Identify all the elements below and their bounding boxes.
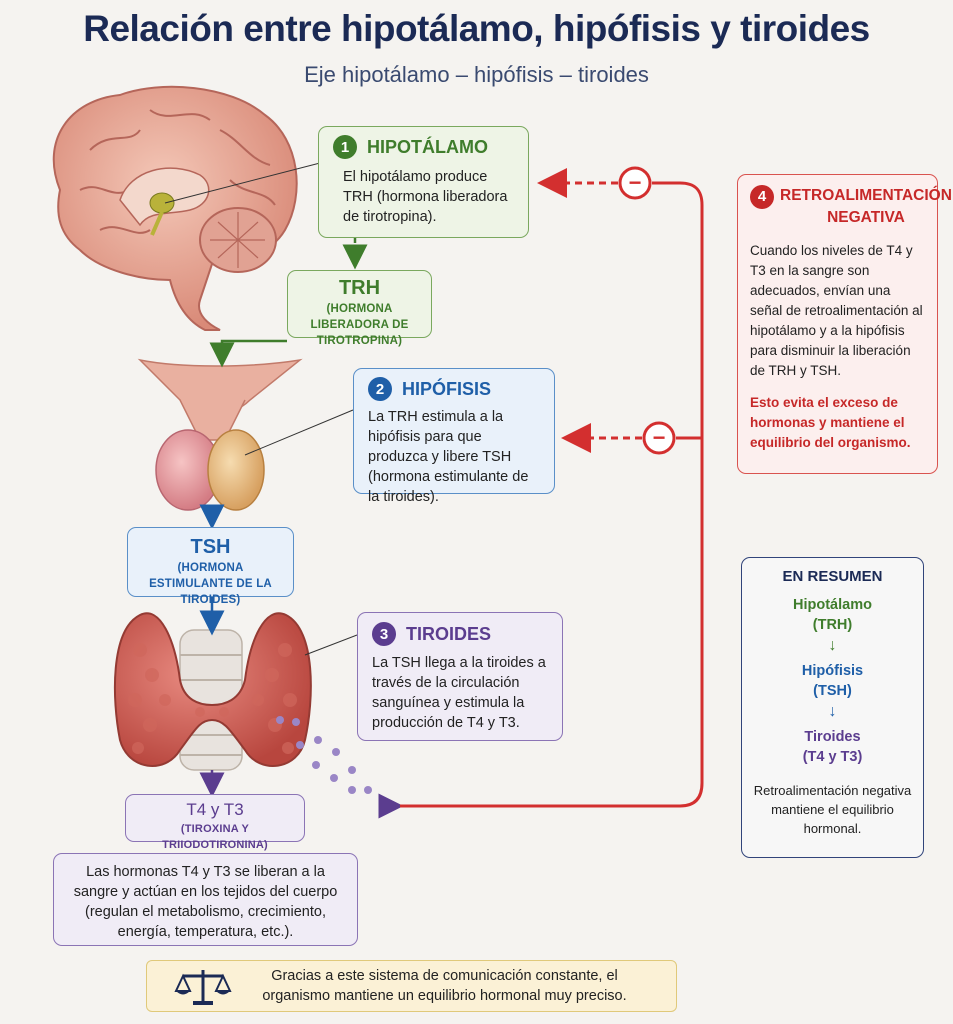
hormone-full-name: (HORMONA ESTIMULANTE DE LA TIROIDES) (149, 562, 272, 606)
step-number: 2 (368, 377, 392, 401)
summary-item-hypothalamus: Hipotálamo (TRH) (793, 597, 872, 633)
down-arrow-icon: ↓ (828, 703, 837, 720)
thyroid-illustration (113, 612, 312, 771)
footer-banner: Gracias a este sistema de comunicación c… (146, 960, 677, 1012)
step-text: Cuando los niveles de T4 y T3 en la sang… (750, 243, 923, 378)
down-arrow-icon: ↓ (828, 637, 837, 654)
inhibition-icon (618, 166, 652, 200)
step-number: 1 (333, 135, 357, 159)
hormone-particles (276, 716, 372, 794)
inhibition-symbol: − (629, 170, 642, 195)
hormone-tsh-card: TSH (HORMONA ESTIMULANTE DE LA TIROIDES) (127, 527, 294, 606)
arrow-trh-to-pituitary (209, 339, 287, 368)
step-number: 3 (372, 622, 396, 646)
step-feedback-card: 4 RETROALIMENTACIÓN NEGATIVA Cuando los … (737, 174, 952, 474)
brain-illustration (52, 85, 298, 331)
inhibition-icon (642, 421, 676, 455)
balance-scale-icon (174, 970, 232, 1005)
step-pituitary-card: 2 HIPÓFISIS La TRH estimula a la hipófis… (353, 368, 555, 505)
step-title: TIROIDES (406, 623, 492, 644)
page-title: Relación entre hipotálamo, hipófisis y t… (83, 8, 870, 49)
summary-note: Retroalimentación negativa mantiene el e… (753, 783, 912, 836)
step-title: RETROALIMENTACIÓN NEGATIVA (780, 187, 952, 226)
hormone-full-name: (HORMONA LIBERADORA DE TIROTROPINA) (310, 303, 409, 347)
step-title: HIPOTÁLAMO (367, 136, 488, 157)
hormone-name: TRH (338, 277, 381, 299)
step-title: HIPÓFISIS (402, 378, 492, 399)
summary-card: EN RESUMEN Hipotálamo (TRH) ↓ Hipófisis … (741, 557, 924, 858)
pituitary-illustration (137, 358, 303, 511)
step-number: 4 (750, 185, 774, 209)
brain-leader-line (164, 162, 321, 204)
footer-text: Gracias a este sistema de comunicación c… (262, 968, 627, 1004)
step-thyroid-card: 3 TIROIDES La TSH llega a la tiroides a … (357, 612, 563, 741)
hormone-t4t3-card: T4 y T3 (TIROXINA Y TRIIODOTIRONINA) (125, 794, 305, 851)
summary-item-thyroid: Tiroides (T4 y T3) (802, 729, 863, 765)
hormone-name: T4 y T3 (186, 800, 244, 819)
summary-item-pituitary: Hipófisis (TSH) (801, 663, 864, 699)
inhibition-symbol: − (653, 425, 666, 450)
step-text: La TSH llega a la tiroides a través de l… (372, 655, 546, 731)
step-hypothalamus-card: 1 HIPOTÁLAMO El hipotálamo produce TRH (… (318, 126, 529, 238)
step-text: El hipotálamo produce TRH (hormona liber… (343, 169, 508, 225)
pituitary-leader-line (244, 409, 354, 456)
hormone-name: TSH (190, 536, 231, 558)
summary-title: EN RESUMEN (782, 568, 883, 585)
effects-card: Las hormonas T4 y T3 se liberan a la san… (53, 853, 358, 946)
feedback-loop-line (400, 181, 704, 808)
feedback-highlight: Esto evita el exceso de hormonas y manti… (750, 395, 911, 450)
hormone-trh-card: TRH (HORMONA LIBERADORA DE TIROTROPINA) (287, 270, 432, 347)
step-text: La TRH estimula a la hipófisis para que … (368, 409, 529, 505)
page-subtitle: Eje hipotálamo – hipófisis – tiroides (304, 62, 649, 87)
thyroid-leader-line (304, 634, 358, 656)
hormone-full-name: (TIROXINA Y TRIIODOTIRONINA) (162, 823, 268, 851)
